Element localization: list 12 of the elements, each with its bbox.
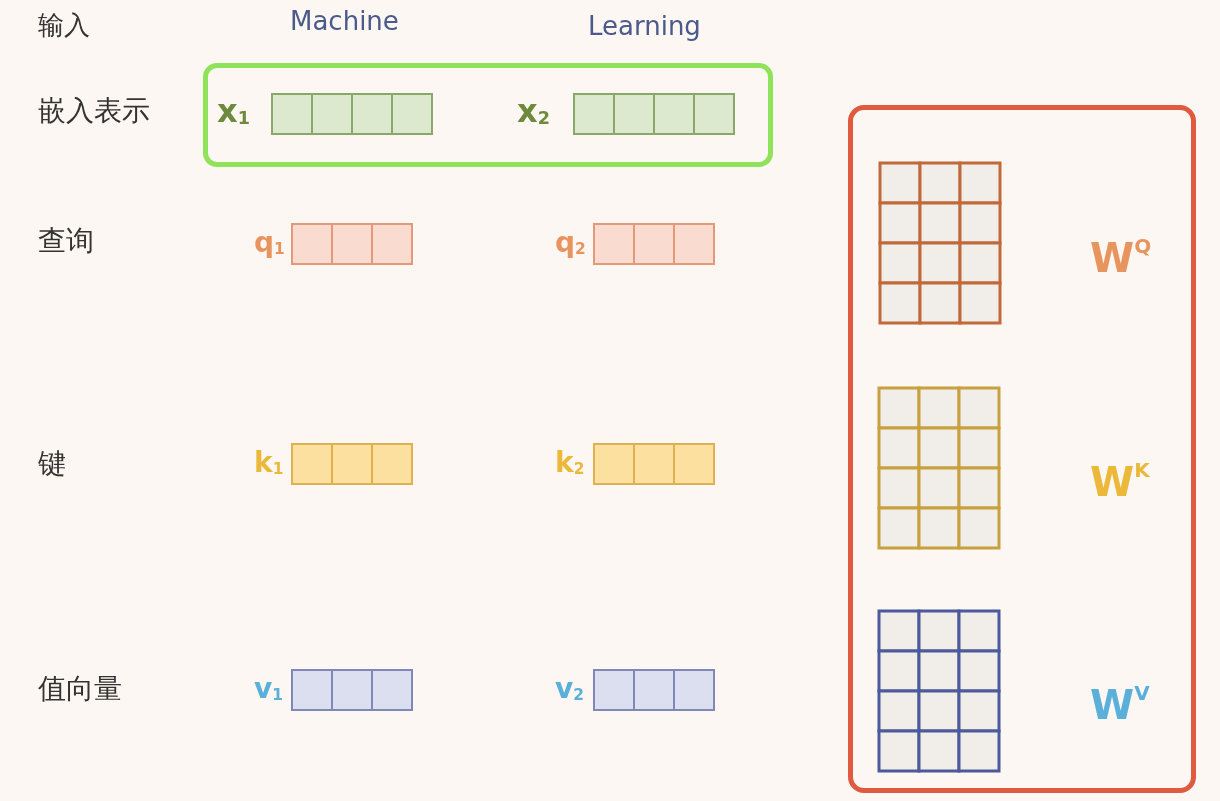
matrix-label: W$^{Q}$ (1090, 238, 1152, 278)
row-heading: 值向量 (38, 675, 122, 703)
row-heading: 输入 (38, 12, 90, 38)
row-heading: 键 (38, 450, 66, 478)
group-frame (203, 63, 773, 167)
group-frame (848, 105, 1196, 793)
word-label: Learning (588, 13, 701, 39)
word-label: Machine (290, 8, 399, 34)
row-heading: 查询 (38, 227, 94, 255)
row-heading: 嵌入表示 (38, 97, 150, 125)
matrix-label: W$^{K}$ (1090, 462, 1150, 502)
matrix-label: W$^{V}$ (1090, 685, 1150, 725)
